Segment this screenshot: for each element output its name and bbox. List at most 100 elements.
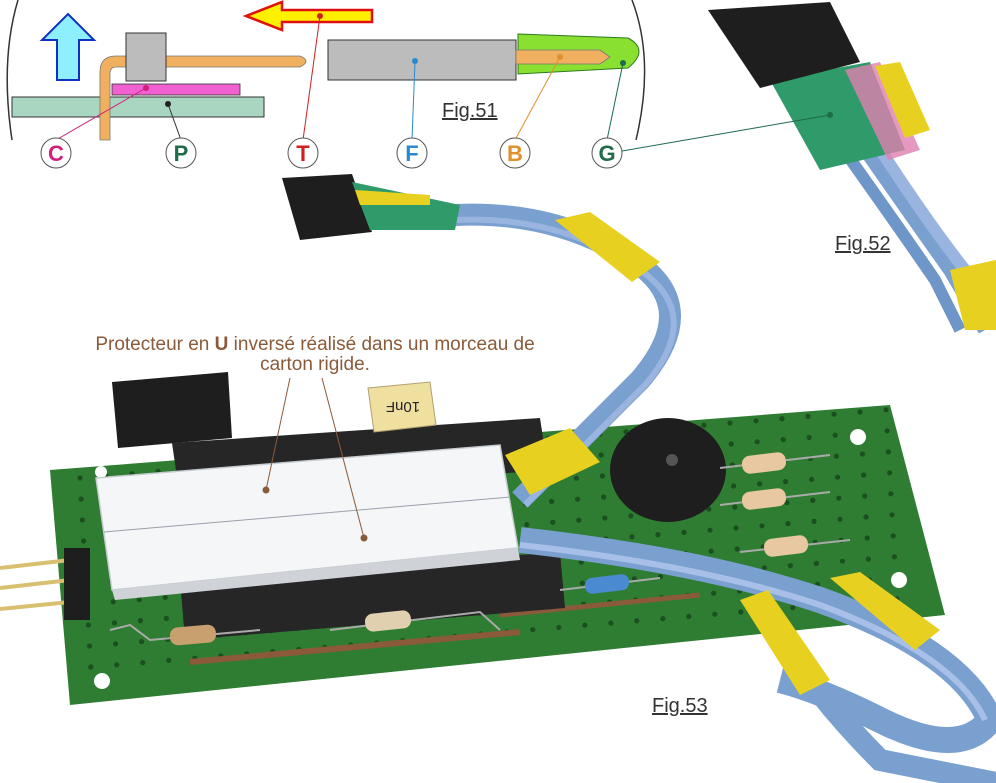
pcb-hole <box>608 620 614 626</box>
pcb-hole <box>733 525 739 531</box>
dot-c <box>143 85 149 91</box>
pcb-hole <box>787 563 794 569</box>
fig53-photo: 10nF <box>0 174 996 783</box>
caption-dot-1 <box>262 486 270 494</box>
dot-f <box>412 58 418 64</box>
pcb-hole <box>78 496 84 502</box>
leader-t <box>302 15 321 141</box>
pcb-hole <box>111 620 117 626</box>
fig52-connector <box>708 2 860 88</box>
pcb-hole <box>857 409 863 415</box>
pcb-hole <box>579 580 586 586</box>
pcb-hole <box>785 521 791 527</box>
pcb-hole <box>753 418 759 424</box>
shrink-yellow-3 <box>740 590 830 695</box>
shrink-yellow-2 <box>505 428 600 495</box>
leader-f <box>411 60 416 141</box>
fig52-shrink-pink <box>845 62 920 160</box>
pcb-hole <box>707 527 713 533</box>
pcb-hole <box>809 476 815 482</box>
pcb-hole <box>731 483 737 489</box>
pcb-hole <box>859 451 866 457</box>
fig51-frame-left <box>6 0 19 141</box>
fig52-dot-g <box>827 112 833 118</box>
buzzer <box>610 418 726 522</box>
pcb-hole <box>790 605 796 611</box>
leader-b <box>514 56 561 141</box>
pcb-hole <box>701 422 707 428</box>
resistor-1 <box>719 452 831 474</box>
pcb-hole <box>655 532 661 538</box>
caption-leader-1 <box>265 377 291 491</box>
resistor-2 <box>719 488 831 510</box>
caption-leader-2 <box>321 377 365 539</box>
pcb-hole <box>139 639 145 645</box>
pcb-hole <box>734 546 740 552</box>
harness-shrink-green <box>352 182 460 230</box>
pcb-hole <box>759 523 765 529</box>
pcb-hole <box>575 496 581 502</box>
fig52-shrink-yellow <box>875 62 930 138</box>
pcb-hole <box>837 516 843 522</box>
leader-g <box>606 62 624 141</box>
pcb-hole <box>779 416 785 422</box>
fig53-title: Fig.53 <box>652 695 708 717</box>
label-c: C <box>40 137 72 169</box>
leader-c <box>55 87 147 141</box>
pcb-hole <box>162 594 168 601</box>
protector-caption-line2: carton rigide. <box>260 354 370 375</box>
harness-wire-yellow <box>355 190 430 205</box>
leader-p <box>167 103 182 141</box>
pcb-hole <box>833 453 840 459</box>
pcb-hole <box>81 538 87 544</box>
pcb-hole <box>166 657 172 664</box>
pcb-hole <box>88 664 94 670</box>
pcb-hole <box>885 449 892 455</box>
label-f-text: F <box>405 141 418 166</box>
label-c-text: C <box>48 141 64 166</box>
pcb-hole <box>732 504 738 510</box>
pcb-hole <box>629 534 635 540</box>
pcb-hole <box>114 662 120 668</box>
pcb-hole <box>711 590 717 596</box>
pcb-hole <box>727 420 733 426</box>
pcb-hole <box>140 660 146 666</box>
resistor-5 <box>109 623 261 646</box>
caption-bold: U <box>215 334 229 355</box>
pcb-hole <box>891 554 898 560</box>
pcb-hole <box>77 475 83 481</box>
pcb-hole <box>890 533 896 539</box>
pcb-hole <box>634 618 640 624</box>
up-arrow-icon <box>39 12 97 81</box>
pcb-hole <box>556 624 562 631</box>
label-t: T <box>287 137 319 169</box>
pcb-hole <box>602 515 608 521</box>
label-p-text: P <box>174 141 189 166</box>
pcb-hole <box>163 615 169 622</box>
pcb-hole <box>549 498 555 504</box>
label-t-text: T <box>296 141 310 166</box>
pcb-hole <box>810 497 816 503</box>
pcb-hole <box>79 517 85 523</box>
pcb-hole <box>806 434 812 440</box>
caption-post: inversé réalisé dans un morceau de <box>228 334 534 355</box>
shrink-yellow-4 <box>830 572 940 650</box>
resistor-6 <box>329 610 501 632</box>
pad-c <box>111 83 241 96</box>
pcb-hole <box>813 560 820 567</box>
pcb-hole <box>601 494 607 500</box>
pcb-hole <box>784 500 790 506</box>
label-f: F <box>396 137 428 169</box>
pcb-hole <box>831 411 837 417</box>
fig52-photo: Fig.52 <box>621 2 996 334</box>
pcb-hole <box>530 627 536 633</box>
wire-harness-lower <box>518 527 996 753</box>
dot-b <box>557 54 563 60</box>
label-p: P <box>165 137 197 169</box>
mount-hole-1 <box>850 429 866 445</box>
pcb-hole <box>887 470 893 476</box>
label-b-text: B <box>507 141 523 166</box>
pcb-hole <box>761 565 768 571</box>
pcb-hole <box>599 473 606 479</box>
